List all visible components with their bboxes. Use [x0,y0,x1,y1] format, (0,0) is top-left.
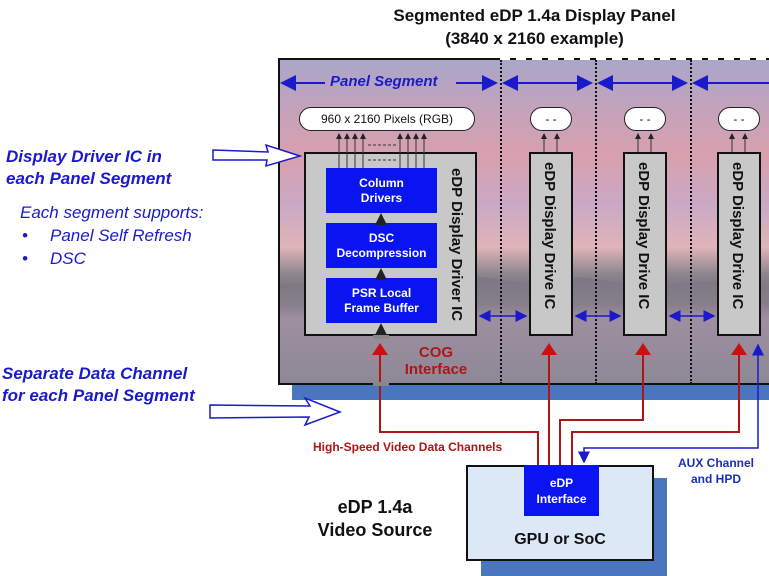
pixel-array-pill: - - [718,107,760,131]
pixel-array-pill: - - [530,107,572,131]
bullet-icon: • [22,249,28,268]
panel-segment-label: Panel Segment [330,73,438,90]
video-data-channels [372,343,747,465]
panel-top-edge-dashed [500,58,769,60]
note-heading-line2: each Panel Segment [6,169,172,188]
block-label-line1: DSC [368,230,395,245]
note-bullet-dsc: DSC [50,249,86,268]
diagram-title-line1: Segmented eDP 1.4a Display Panel [393,6,676,25]
video-source-line1: eDP 1.4a [337,497,413,517]
driver-ic-segment-2 [529,152,573,336]
driver-ic-label: eDP Display Drive IC [729,162,746,310]
cog-pad [373,335,389,339]
block-label-line2: Drivers [360,190,403,205]
note-heading-line1: Separate Data Channel [2,364,188,383]
pixel-output-arrows [336,133,748,168]
driver-ic-main-label: eDP Display Driver IC [448,168,465,322]
video-source-label: eDP 1.4a Video Source [300,496,450,542]
block-label-line2: Decompression [336,245,427,260]
driver-ic-label: eDP Display Drive IC [541,162,558,310]
pixel-array-pill: - - [624,107,666,131]
cog-pad [373,382,389,386]
aux-channel-link [578,343,764,464]
gpu-soc-label: GPU or SoC [514,531,606,548]
callout-arrow-data-channel [209,396,343,427]
callout-arrow-driver-ic [212,143,303,168]
bullet-icon: • [22,226,28,245]
segment-divider [690,60,692,384]
segment-divider [500,60,502,384]
note-driver-ic-heading: Display Driver IC in each Panel Segment [6,146,171,190]
block-label-line2: Frame Buffer [344,300,419,315]
cog-label-line1: COG [418,344,454,361]
diagram-title-line2: (3840 x 2160 example) [445,29,624,48]
note-data-channel-heading: Separate Data Channel for each Panel Seg… [2,363,195,407]
note-heading-line2: for each Panel Segment [2,386,195,405]
cog-label-line2: Interface [404,361,468,378]
driver-ic-segment-4 [717,152,761,336]
pixel-array-pill-main: 960 x 2160 Pixels (RGB) [299,107,475,131]
segment-divider [595,60,597,384]
block-label-line1: Column [359,175,404,190]
video-channels-label: High-Speed Video Data Channels [313,440,503,454]
aux-label-line2: and HPD [690,472,741,486]
video-source-line2: Video Source [317,520,433,540]
driver-ic-segment-3 [623,152,667,336]
note-heading-line1: Display Driver IC in [6,147,162,166]
note-bullet-psr: Panel Self Refresh [50,226,192,245]
edp-if-line2: Interface [536,491,587,506]
cog-interface-label: COG Interface [396,344,476,378]
block-label-line1: PSR Local [351,285,412,300]
edp-if-line1: eDP [549,475,574,490]
driver-ic-label: eDP Display Drive IC [635,162,652,310]
note-supports-intro: Each segment supports: [20,203,204,222]
